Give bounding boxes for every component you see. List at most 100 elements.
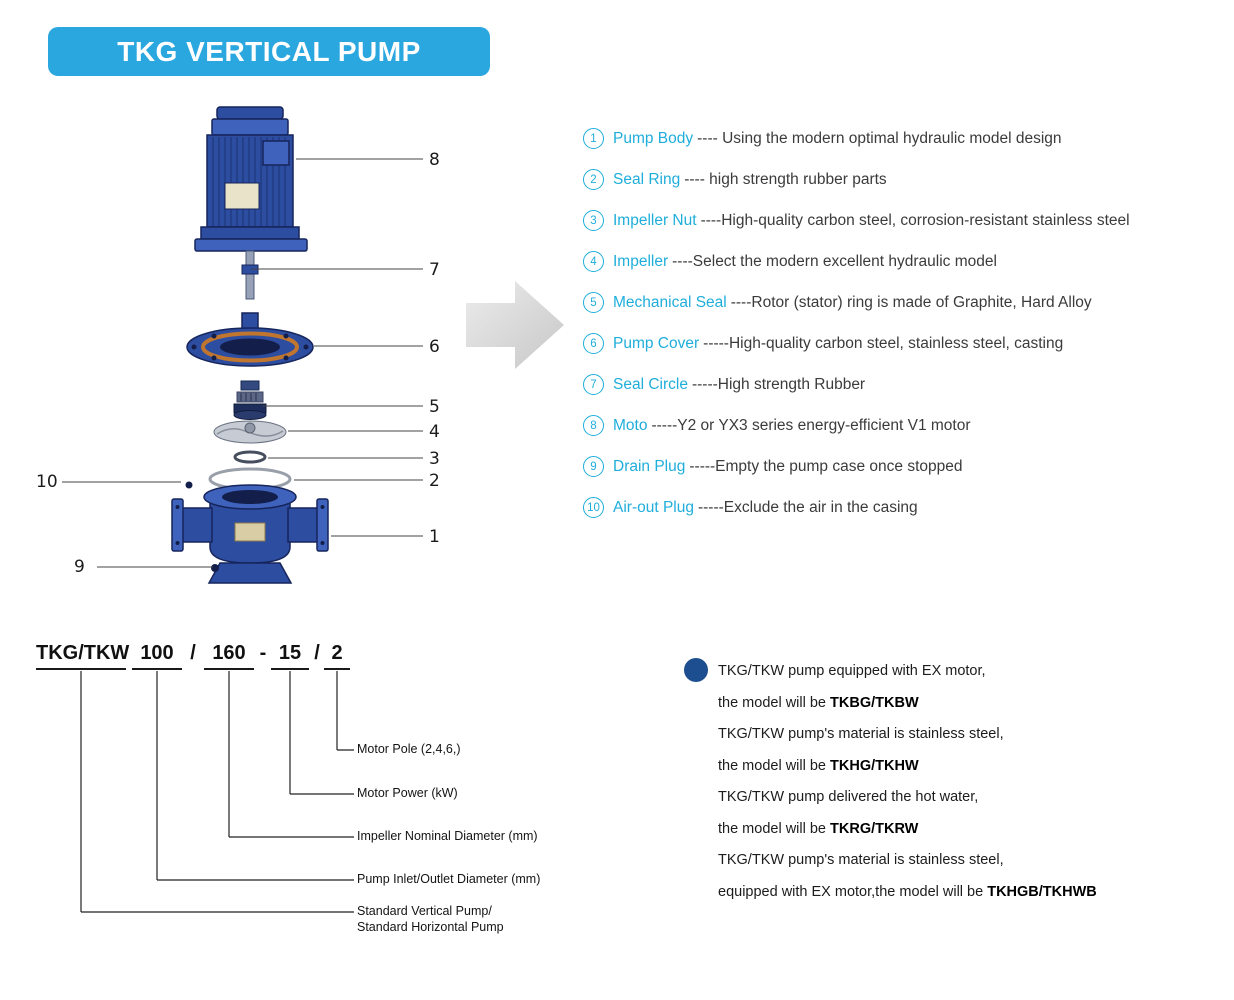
model-separator-slash-1: / xyxy=(190,642,196,664)
variant-notes: TKG/TKW pump equipped with EX motor, the… xyxy=(718,662,1097,914)
callout-number-9: 9 xyxy=(74,557,85,577)
shaft-illustration xyxy=(241,250,259,300)
callout-number-1: 1 xyxy=(429,527,440,547)
part-description: ----High-quality carbon steel, corrosion… xyxy=(700,211,1130,229)
part-name: Impeller Nut xyxy=(613,211,697,229)
note-text: TKG/TKW pump's material is stainless ste… xyxy=(718,852,1004,868)
part-item: 8 Moto -----Y2 or YX3 series energy-effi… xyxy=(583,405,1130,446)
model-separator-dash: - xyxy=(259,642,267,664)
note-text: the model will be xyxy=(718,694,831,711)
part-name: Seal Circle xyxy=(613,375,688,393)
part-number-badge: 1 xyxy=(583,128,604,149)
callout-number-8: 8 xyxy=(429,150,440,170)
model-label-horizontal-pump: Standard Horizontal Pump xyxy=(357,920,504,934)
note-model-code: TKHGB/TKHWB xyxy=(987,883,1097,900)
part-name: Moto xyxy=(613,416,648,434)
part-description: -----Y2 or YX3 series energy-efficient V… xyxy=(651,416,971,434)
model-segment-pole: 2 xyxy=(324,642,350,670)
callout-number-6: 6 xyxy=(429,337,440,357)
part-name: Impeller xyxy=(613,252,669,270)
mechanical-seal-illustration xyxy=(233,380,267,420)
part-item: 2 Seal Ring ---- high strength rubber pa… xyxy=(583,159,1130,200)
part-number-badge: 9 xyxy=(583,456,604,477)
part-item: 4 Impeller ----Select the modern excelle… xyxy=(583,241,1130,282)
note-line: the model will be TKRG/TKRW xyxy=(718,820,1097,838)
model-label-motor-power: Motor Power (kW) xyxy=(357,786,458,800)
model-code-connectors xyxy=(80,671,354,913)
note-line: TKG/TKW pump delivered the hot water, xyxy=(718,788,1097,806)
part-number-badge: 3 xyxy=(583,210,604,231)
model-label-motor-pole: Motor Pole (2,4,6,) xyxy=(357,742,461,756)
part-number-badge: 6 xyxy=(583,333,604,354)
note-line: the model will be TKBG/TKBW xyxy=(718,694,1097,712)
model-label-impeller-diameter: Impeller Nominal Diameter (mm) xyxy=(357,829,538,843)
note-text: the model will be xyxy=(718,820,831,837)
callout-number-2: 2 xyxy=(429,471,440,491)
part-item: 6 Pump Cover -----High-quality carbon st… xyxy=(583,323,1130,364)
callout-number-4: 4 xyxy=(429,422,440,442)
part-description: -----High-quality carbon steel, stainles… xyxy=(703,334,1064,352)
part-number-badge: 7 xyxy=(583,374,604,395)
model-segment-power: 15 xyxy=(271,642,309,670)
model-label-vertical-pump: Standard Vertical Pump/ xyxy=(357,904,492,918)
seal-circle-illustration xyxy=(233,450,267,464)
page-title-badge: TKG VERTICAL PUMP xyxy=(48,27,490,76)
part-item: 1 Pump Body ---- Using the modern optima… xyxy=(583,118,1130,159)
part-item: 7 Seal Circle -----High strength Rubber xyxy=(583,364,1130,405)
note-model-code: TKBG/TKBW xyxy=(830,694,919,711)
part-name: Mechanical Seal xyxy=(613,293,727,311)
note-text: equipped with EX motor,the model will be xyxy=(718,883,988,900)
part-description: ---- high strength rubber parts xyxy=(684,170,887,188)
drain-plug-dot xyxy=(211,564,219,572)
note-text: TKG/TKW pump's material is stainless ste… xyxy=(718,726,1004,742)
pump-body-illustration xyxy=(171,481,329,584)
pump-cover-illustration xyxy=(186,312,314,367)
note-text: the model will be xyxy=(718,757,831,774)
model-separator-slash-2: / xyxy=(314,642,320,664)
note-line: TKG/TKW pump's material is stainless ste… xyxy=(718,725,1097,743)
callout-number-10: 10 xyxy=(36,472,58,492)
model-label-inlet-outlet: Pump Inlet/Outlet Diameter (mm) xyxy=(357,872,541,886)
motor-illustration xyxy=(194,106,308,252)
parts-list: 1 Pump Body ---- Using the modern optima… xyxy=(583,118,1130,528)
part-number-badge: 5 xyxy=(583,292,604,313)
note-model-code: TKHG/TKHW xyxy=(830,757,919,774)
callout-number-3: 3 xyxy=(429,449,440,469)
note-text: TKG/TKW pump equipped with EX motor, xyxy=(718,663,986,679)
part-name: Drain Plug xyxy=(613,457,686,475)
callout-number-7: 7 xyxy=(429,260,440,280)
part-name: Pump Body xyxy=(613,129,694,147)
model-segment-series: TKG/TKW xyxy=(36,642,129,670)
direction-arrow xyxy=(466,281,564,369)
part-number-badge: 4 xyxy=(583,251,604,272)
part-number-badge: 2 xyxy=(583,169,604,190)
part-description: ----Select the modern excellent hydrauli… xyxy=(672,252,997,270)
note-line: the model will be TKHG/TKHW xyxy=(718,757,1097,775)
part-number-badge: 8 xyxy=(583,415,604,436)
impeller-illustration xyxy=(213,420,287,444)
model-segment-impeller: 160 xyxy=(204,642,254,670)
page-title: TKG VERTICAL PUMP xyxy=(117,35,421,67)
note-model-code: TKRG/TKRW xyxy=(830,820,919,837)
part-description: ---- Using the modern optimal hydraulic … xyxy=(697,129,1062,147)
note-line: equipped with EX motor,the model will be… xyxy=(718,883,1097,901)
part-name: Air-out Plug xyxy=(613,498,694,516)
part-description: -----Exclude the air in the casing xyxy=(697,498,918,516)
part-number-badge: 10 xyxy=(583,497,604,518)
part-item: 3 Impeller Nut ----High-quality carbon s… xyxy=(583,200,1130,241)
note-text: TKG/TKW pump delivered the hot water, xyxy=(718,789,979,805)
note-line: TKG/TKW pump equipped with EX motor, xyxy=(718,662,1097,680)
part-description: -----High strength Rubber xyxy=(691,375,866,393)
pump-exploded-diagram xyxy=(171,106,329,584)
air-out-plug-dot xyxy=(185,481,193,489)
part-item: 9 Drain Plug -----Empty the pump case on… xyxy=(583,446,1130,487)
callout-number-5: 5 xyxy=(429,397,440,417)
bullet-icon xyxy=(684,658,708,682)
part-description: -----Empty the pump case once stopped xyxy=(689,457,963,475)
part-item: 5 Mechanical Seal ----Rotor (stator) rin… xyxy=(583,282,1130,323)
part-item: 10 Air-out Plug -----Exclude the air in … xyxy=(583,487,1130,528)
part-description: ----Rotor (stator) ring is made of Graph… xyxy=(730,293,1092,311)
model-segment-inlet: 100 xyxy=(132,642,182,670)
note-line: TKG/TKW pump's material is stainless ste… xyxy=(718,851,1097,869)
